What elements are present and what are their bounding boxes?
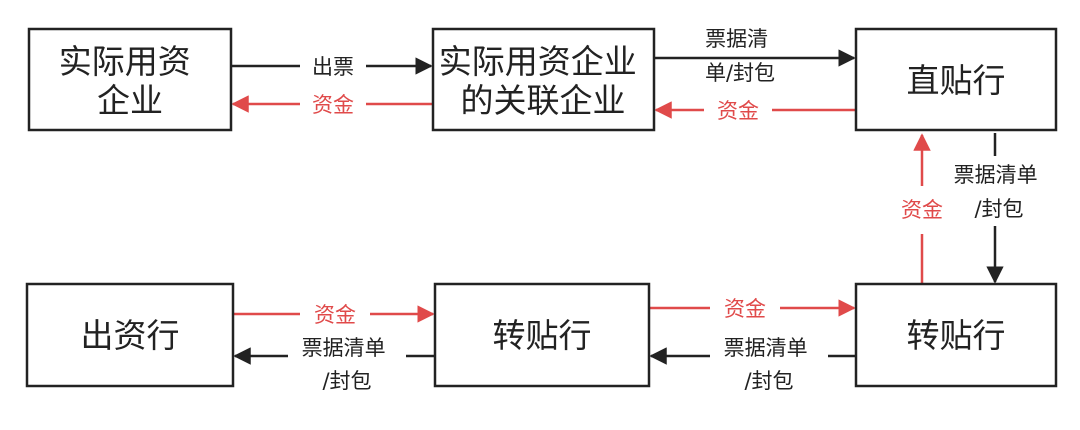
transfer-bank-right-box [854, 282, 1058, 388]
funds-to-related-label: 资金 [717, 99, 759, 123]
bill-list-down-label: 票据清单 /封包 [954, 163, 1045, 221]
funds-to-right-transfer-label: 资金 [724, 297, 766, 321]
transfer-bank-right-label: 转贴行 [907, 316, 1006, 355]
related-enterprise-label: 实际用资企业 的关联企业 [439, 42, 648, 120]
bill-list-to-middle-label: 票据清单 /封包 [724, 336, 815, 393]
direct-bank-label: 直贴行 [907, 61, 1006, 100]
bill-list-to-direct-label: 票据清 单/封包 [705, 27, 775, 85]
issue-bill-label: 出票 [312, 55, 354, 79]
actual-enterprise-label: 实际用资 企业 [59, 42, 202, 120]
bill-list-to-funding-label: 票据清单 /封包 [302, 336, 393, 393]
funds-to-actual-label: 资金 [312, 93, 354, 117]
transfer-bank-middle-label: 转贴行 [493, 316, 592, 355]
funds-to-middle-label: 资金 [314, 303, 356, 327]
actual-enterprise-box [27, 27, 233, 132]
funding-bank-label: 出资行 [81, 316, 180, 355]
direct-bank-box [854, 27, 1058, 132]
related-enterprise-box [431, 27, 656, 132]
funding-bank-box [25, 282, 235, 388]
funds-up-label: 资金 [901, 198, 943, 222]
transfer-bank-middle-box [433, 282, 651, 388]
